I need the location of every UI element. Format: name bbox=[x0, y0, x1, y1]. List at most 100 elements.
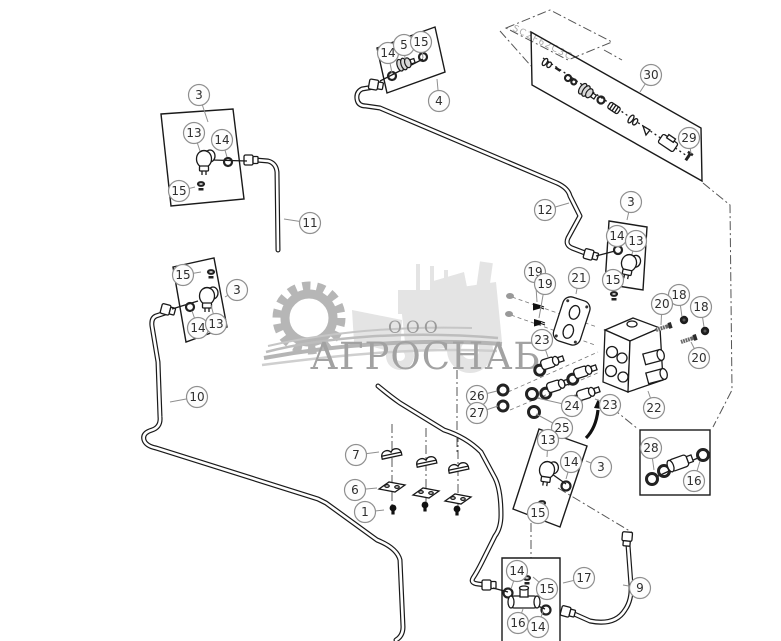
svg-text:18: 18 bbox=[671, 288, 686, 302]
svg-text:29: 29 bbox=[681, 131, 696, 145]
callout-9[interactable]: 9 bbox=[628, 576, 652, 600]
svg-text:14: 14 bbox=[563, 455, 578, 469]
fitting-group-f bbox=[536, 459, 572, 511]
watermark: ООО АГРОСНАБ bbox=[261, 261, 541, 378]
svg-text:22: 22 bbox=[646, 401, 661, 415]
callout-24[interactable]: 24 bbox=[560, 394, 584, 418]
callout-27[interactable]: 27 bbox=[465, 401, 489, 425]
svg-text:14: 14 bbox=[190, 321, 205, 335]
detail-box-28 bbox=[639, 429, 711, 496]
tube-17 bbox=[375, 383, 504, 591]
svg-text:14: 14 bbox=[530, 620, 545, 634]
callout-15[interactable]: 15 bbox=[601, 268, 625, 292]
svg-text:3: 3 bbox=[233, 283, 241, 297]
callout-14[interactable]: 14 bbox=[505, 559, 529, 583]
callout-22[interactable]: 22 bbox=[642, 396, 666, 420]
callout-15[interactable]: 15 bbox=[526, 501, 550, 525]
tube-11 bbox=[243, 154, 281, 253]
callout-20[interactable]: 20 bbox=[687, 346, 711, 370]
svg-text:16: 16 bbox=[686, 474, 701, 488]
callout-18[interactable]: 18 bbox=[667, 283, 691, 307]
callout-28[interactable]: 28 bbox=[639, 436, 663, 460]
svg-text:14: 14 bbox=[214, 133, 229, 147]
callout-17[interactable]: 17 bbox=[572, 566, 596, 590]
svg-text:26: 26 bbox=[469, 389, 484, 403]
callout-15[interactable]: 15 bbox=[535, 577, 559, 601]
stamp-text: SC2F62C3C bbox=[511, 24, 574, 63]
clamp-hardware bbox=[378, 447, 472, 516]
svg-text:19: 19 bbox=[537, 277, 552, 291]
callout-3[interactable]: 3 bbox=[619, 190, 643, 214]
detail-box-d bbox=[604, 220, 648, 291]
callout-16[interactable]: 16 bbox=[506, 611, 530, 635]
detail-box-a bbox=[160, 108, 245, 207]
svg-text:16: 16 bbox=[510, 616, 525, 630]
svg-text:3: 3 bbox=[597, 460, 605, 474]
detail-box-30 bbox=[530, 30, 703, 183]
callout-14[interactable]: 14 bbox=[186, 316, 210, 340]
callout-7[interactable]: 7 bbox=[344, 443, 368, 467]
callout-11[interactable]: 11 bbox=[298, 211, 322, 235]
connector-kit-28 bbox=[645, 448, 710, 486]
fitting-group-g bbox=[492, 575, 552, 616]
detail-box-f bbox=[512, 428, 588, 528]
svg-text:20: 20 bbox=[654, 297, 669, 311]
manifold-plate-21 bbox=[505, 293, 598, 346]
callout-23[interactable]: 23 bbox=[530, 328, 554, 352]
callout-21[interactable]: 21 bbox=[567, 266, 591, 290]
svg-text:25: 25 bbox=[554, 421, 569, 435]
callout-30[interactable]: 30 bbox=[639, 63, 663, 87]
callout-3[interactable]: 3 bbox=[187, 83, 211, 107]
callout-15[interactable]: 15 bbox=[167, 179, 191, 203]
callout-4[interactable]: 4 bbox=[427, 89, 451, 113]
svg-text:12: 12 bbox=[537, 203, 552, 217]
svg-text:30: 30 bbox=[643, 68, 658, 82]
callout-3[interactable]: 3 bbox=[589, 455, 613, 479]
callout-23[interactable]: 23 bbox=[598, 393, 622, 417]
svg-text:3: 3 bbox=[627, 195, 635, 209]
callout-13[interactable]: 13 bbox=[182, 121, 206, 145]
callout-13[interactable]: 13 bbox=[536, 428, 560, 452]
svg-text:15: 15 bbox=[175, 268, 190, 282]
svg-text:27: 27 bbox=[469, 406, 484, 420]
tube-10 bbox=[141, 302, 406, 641]
callout-6[interactable]: 6 bbox=[343, 478, 367, 502]
svg-text:6: 6 bbox=[351, 483, 359, 497]
callout-29[interactable]: 29 bbox=[677, 126, 701, 150]
stamp-box bbox=[504, 9, 614, 61]
callout-14[interactable]: 14 bbox=[210, 128, 234, 152]
callout-1[interactable]: 1 bbox=[353, 500, 377, 524]
svg-text:1: 1 bbox=[361, 505, 369, 519]
callout-14[interactable]: 14 bbox=[526, 615, 550, 639]
svg-text:20: 20 bbox=[691, 351, 706, 365]
callout-3[interactable]: 3 bbox=[225, 278, 249, 302]
callout-15[interactable]: 15 bbox=[409, 30, 433, 54]
svg-text:13: 13 bbox=[540, 433, 555, 447]
callout-15[interactable]: 15 bbox=[171, 263, 195, 287]
callout-12[interactable]: 12 bbox=[533, 198, 557, 222]
svg-text:11: 11 bbox=[302, 216, 317, 230]
svg-text:7: 7 bbox=[352, 448, 360, 462]
callout-19[interactable]: 19 bbox=[533, 272, 557, 296]
callout-16[interactable]: 16 bbox=[682, 469, 706, 493]
svg-text:15: 15 bbox=[530, 506, 545, 520]
callout-14[interactable]: 14 bbox=[605, 224, 629, 248]
callout-13[interactable]: 13 bbox=[204, 312, 228, 336]
svg-text:23: 23 bbox=[534, 333, 549, 347]
svg-text:5: 5 bbox=[400, 38, 408, 52]
svg-text:14: 14 bbox=[380, 46, 395, 60]
callout-20[interactable]: 20 bbox=[650, 292, 674, 316]
orientation-arrow bbox=[584, 409, 600, 440]
svg-text:28: 28 bbox=[643, 441, 658, 455]
valve-kit-30 bbox=[541, 57, 694, 162]
callout-18[interactable]: 18 bbox=[689, 295, 713, 319]
svg-text:17: 17 bbox=[576, 571, 591, 585]
svg-text:23: 23 bbox=[602, 398, 617, 412]
svg-text:21: 21 bbox=[571, 271, 586, 285]
svg-text:14: 14 bbox=[509, 564, 524, 578]
callout-14[interactable]: 14 bbox=[559, 450, 583, 474]
callout-13[interactable]: 13 bbox=[624, 229, 648, 253]
callout-10[interactable]: 10 bbox=[185, 385, 209, 409]
